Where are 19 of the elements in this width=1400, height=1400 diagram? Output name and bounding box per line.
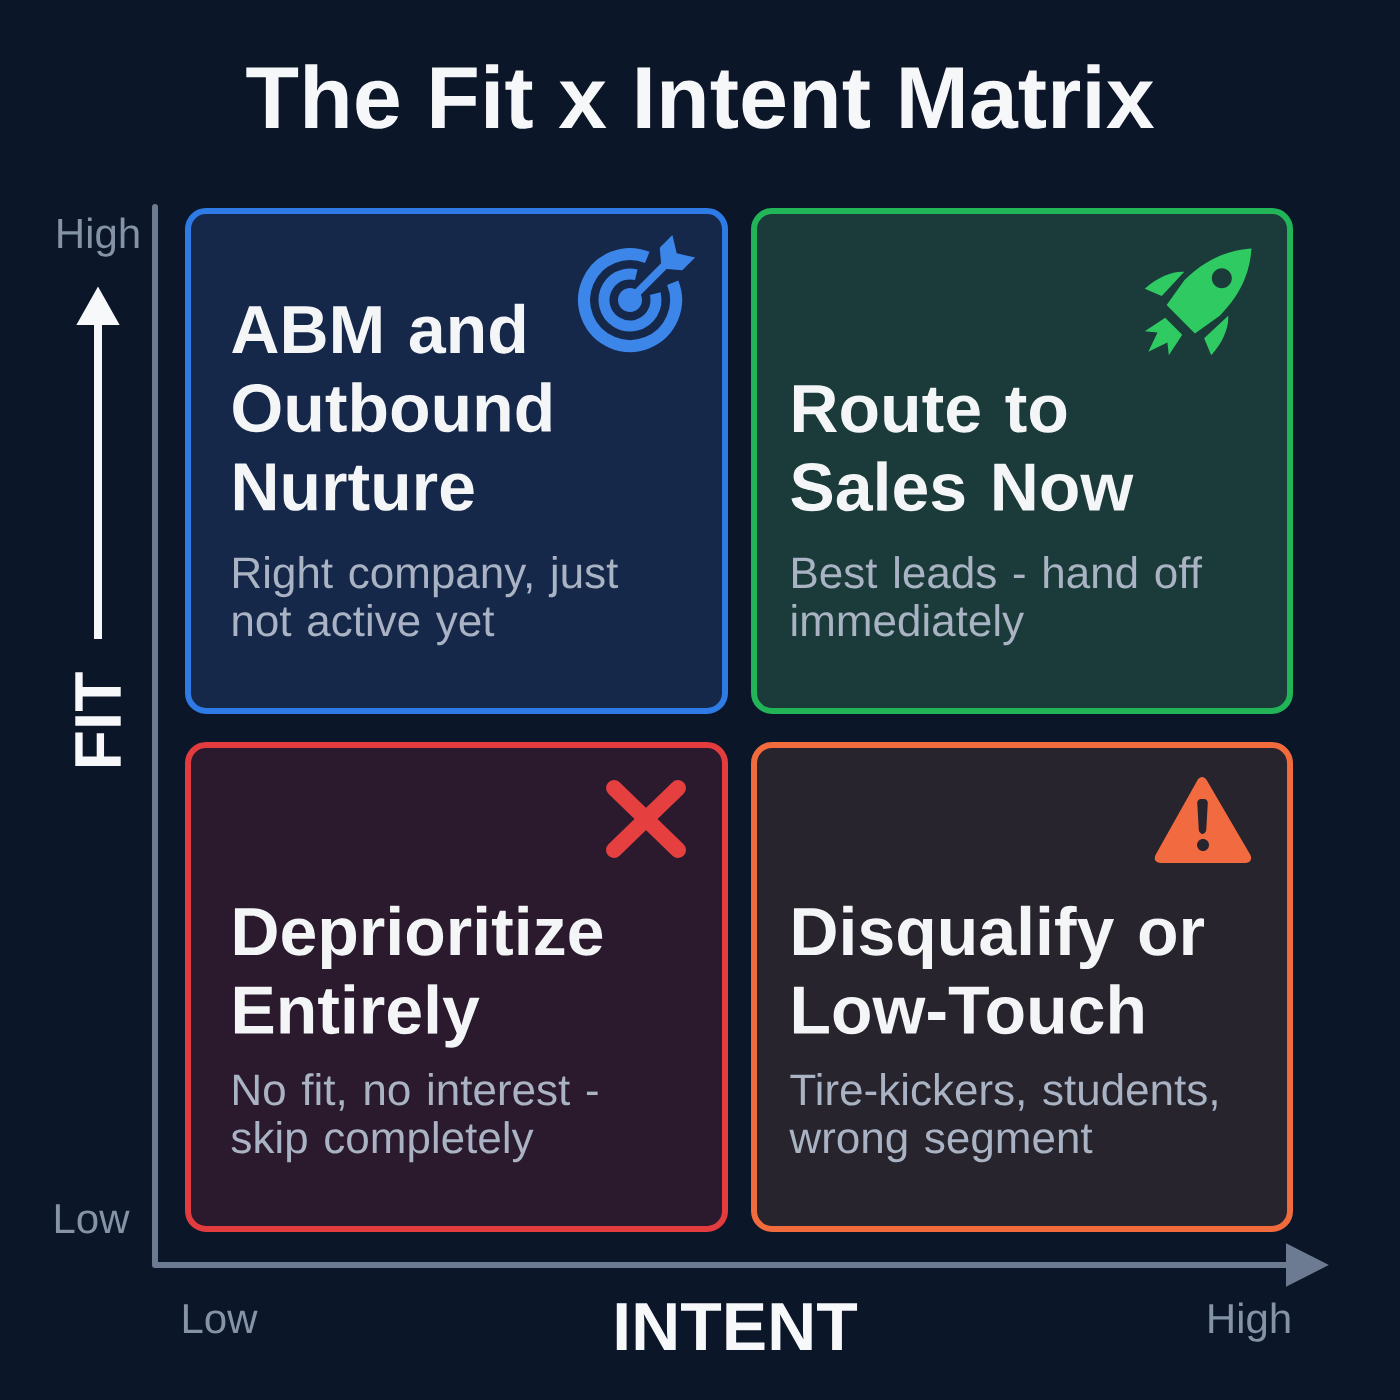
quadrant-description: No fit, no interest - skip completely <box>231 1073 598 1163</box>
quadrant-heading: Disqualify or Low-Touch <box>793 905 1204 1035</box>
quadrant-description: Right company, just not active yet <box>233 556 619 646</box>
quadrant-box <box>751 742 1293 1232</box>
quadrant-box <box>751 208 1293 714</box>
axis-label: Low <box>55 1204 130 1234</box>
quadrant-heading: Route to Sales Now <box>791 385 1134 512</box>
axis-label: High <box>58 217 139 257</box>
quadrant-box <box>185 208 728 714</box>
axis-title: FIT <box>75 672 121 767</box>
axis-label: High <box>1209 1302 1290 1342</box>
quadrant-heading: ABM and Outbound Nurture <box>232 303 551 511</box>
title: The Fit x Intent Matrix <box>246 64 1155 129</box>
quadrant-box <box>185 742 728 1232</box>
axis-label: Low <box>183 1304 258 1334</box>
quadrant-description: Best leads - hand off immediately <box>792 556 1203 646</box>
quadrant-heading: Deprioritize Entirely <box>234 905 603 1048</box>
axis-title: INTENT <box>616 1303 858 1350</box>
quadrant-description: Tire-kickers, students, wrong segment <box>789 1073 1217 1163</box>
